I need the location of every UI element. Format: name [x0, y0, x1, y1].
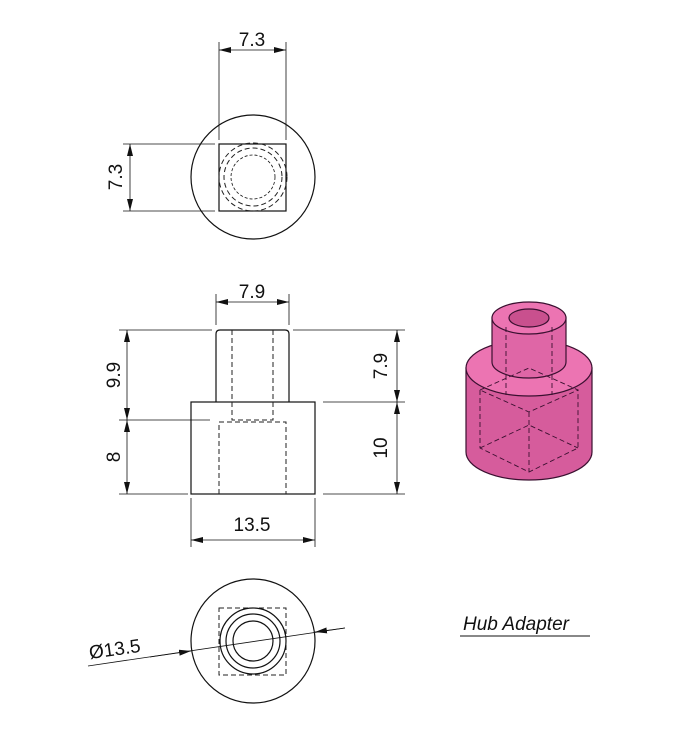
top-width-dim: 7.3 — [239, 30, 265, 51]
boss-width-dim: 7.9 — [239, 282, 265, 303]
isometric-view — [465, 301, 593, 481]
right-upper-dim: 7.9 — [371, 353, 392, 379]
diameter-dim: Ø13.5 — [88, 636, 142, 664]
top-height-dim: 7.3 — [106, 164, 127, 190]
left-upper-dim: 9.9 — [104, 362, 125, 388]
drawing-title: Hub Adapter — [463, 614, 570, 635]
bottom-view: Ø13.5 — [88, 578, 346, 704]
right-lower-dim: 10 — [371, 437, 392, 458]
left-lower-dim: 8 — [104, 452, 125, 463]
top-view: 7.3 7.3 — [106, 30, 316, 240]
base-width-dim: 13.5 — [234, 515, 271, 536]
front-view: 7.9 9.9 8 7.9 10 13.5 — [104, 282, 405, 547]
